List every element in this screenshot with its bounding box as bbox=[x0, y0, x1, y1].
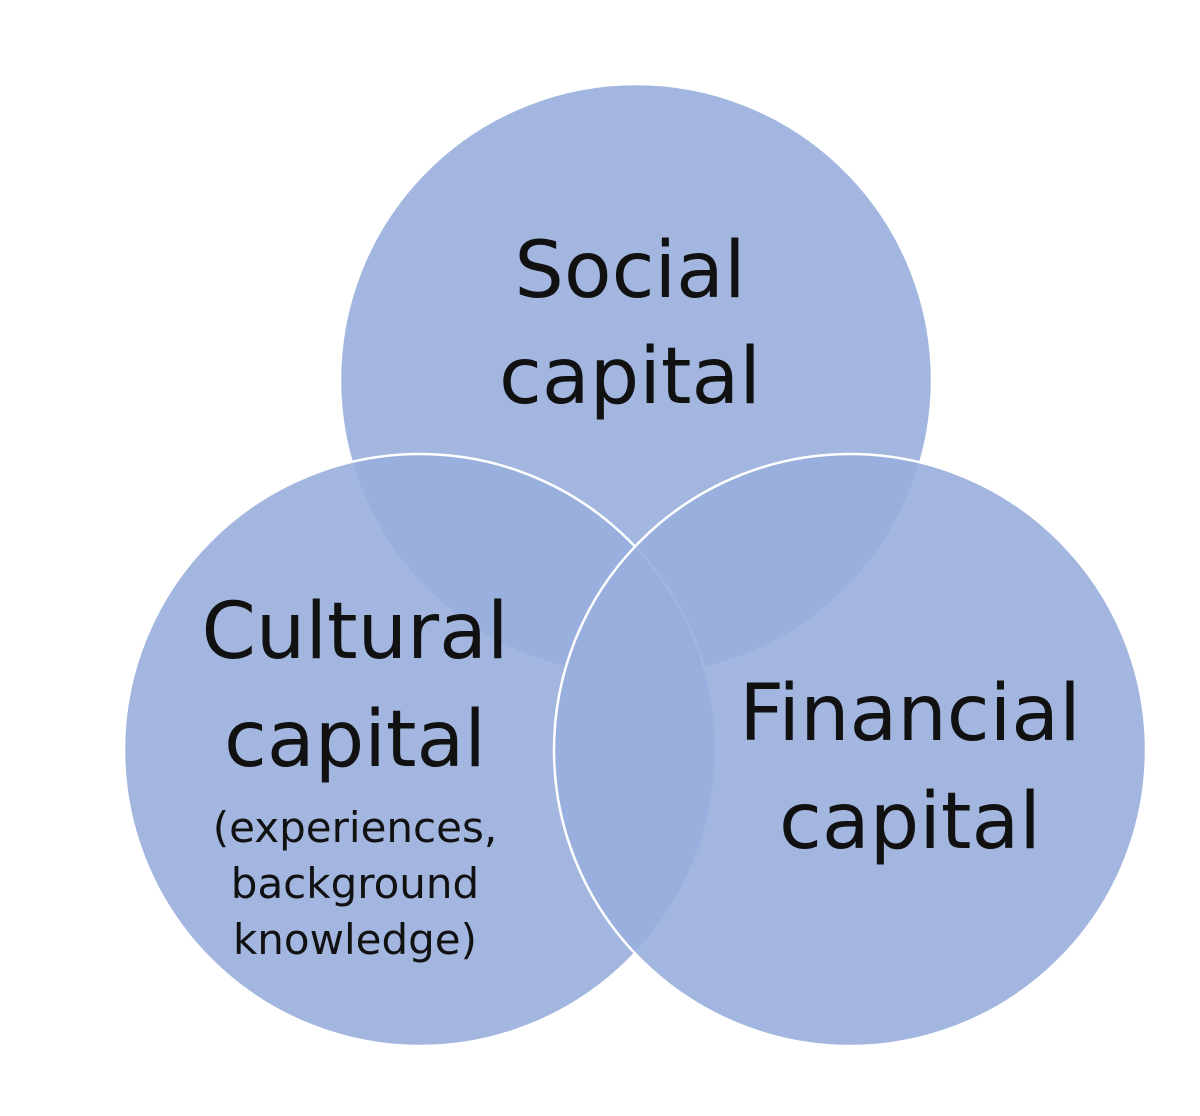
social-capital-label-line-1: Social bbox=[514, 226, 746, 316]
cultural-capital-sublabel-line-1: (experiences, bbox=[212, 803, 498, 852]
financial-capital-circle bbox=[552, 452, 1148, 1048]
cultural-capital-label-line-1: Cultural bbox=[201, 587, 509, 677]
social-capital-label: Social capital bbox=[430, 218, 830, 430]
cultural-capital-sublabel-line-2: background bbox=[230, 859, 480, 908]
cultural-capital-label: Cultural capital (experiences, backgroun… bbox=[155, 578, 555, 968]
social-capital-label-line-2: capital bbox=[499, 332, 761, 422]
cultural-capital-label-line-2: capital bbox=[224, 695, 486, 785]
financial-capital-label-line-1: Financial bbox=[739, 669, 1081, 759]
cultural-capital-sublabel-line-3: knowledge) bbox=[232, 915, 478, 964]
financial-capital-label-line-2: capital bbox=[779, 777, 1041, 867]
financial-capital-label: Financial capital bbox=[710, 660, 1110, 876]
